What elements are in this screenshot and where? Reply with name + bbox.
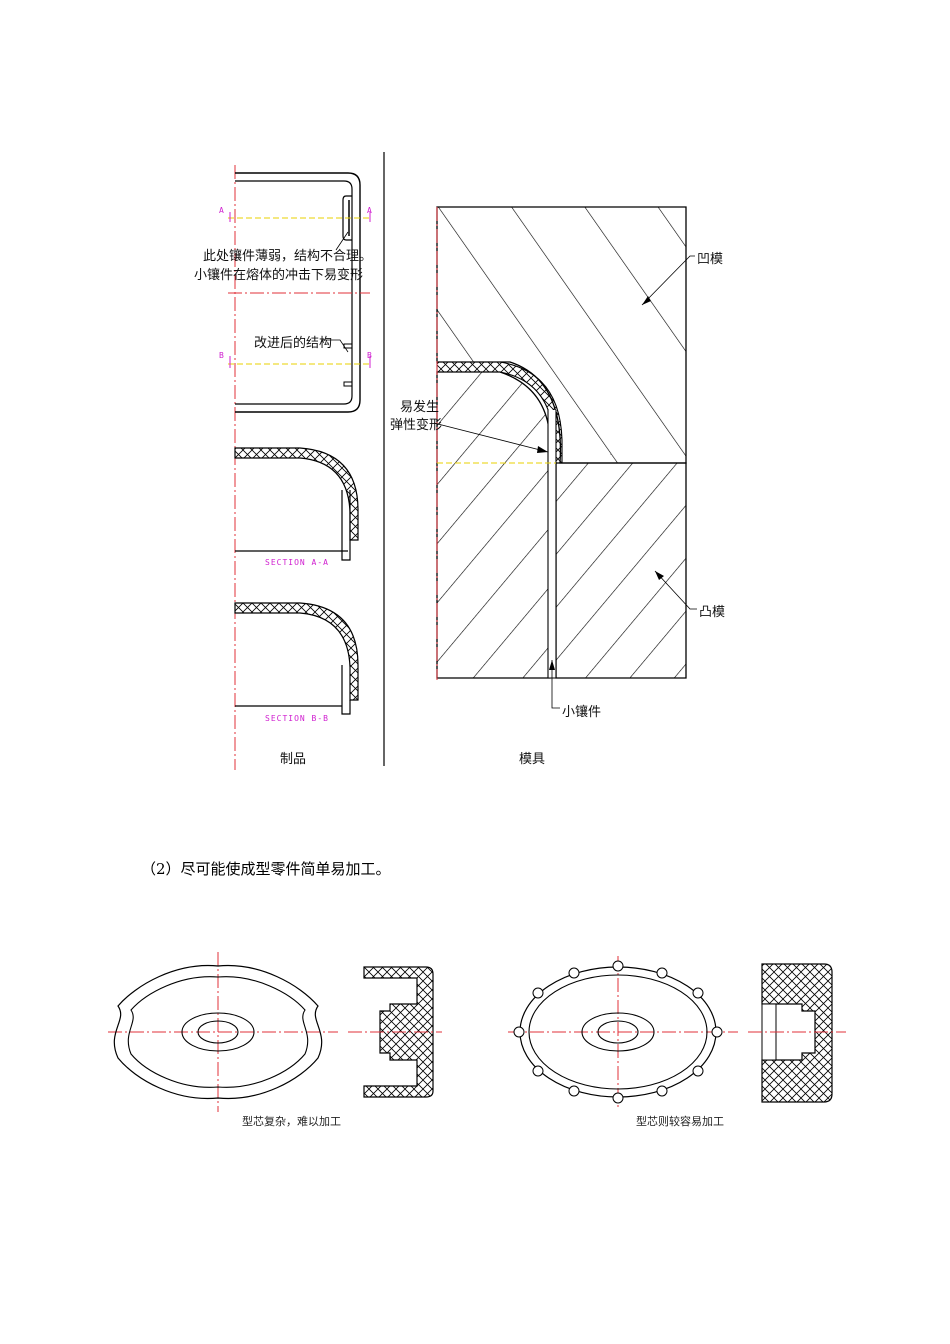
marker-b-left: B [219, 351, 224, 360]
simple-core-caption: 型芯则较容易加工 [636, 1115, 724, 1128]
weak-insert-note-line2: 小镶件在熔体的冲击下易变形 [194, 268, 364, 283]
product-caption: 制品 [280, 752, 307, 767]
design-guideline-paragraph: （2）尽可能使成型零件简单易加工。 [141, 860, 391, 878]
section-bb-detail [234, 602, 359, 715]
simple-core-drawing [508, 956, 846, 1108]
mold-caption: 模具 [519, 752, 546, 767]
deform-label-line1: 易发生 [400, 400, 440, 415]
complex-core-caption: 型芯复杂，难以加工 [242, 1115, 341, 1128]
mold-drawing [433, 206, 697, 709]
cavity-label: 凹模 [697, 252, 724, 267]
section-aa-detail [234, 447, 359, 561]
complex-core-drawing [108, 952, 442, 1112]
section-aa-label: SECTION A-A [265, 558, 329, 567]
weak-insert-note-line1: 此处镶件薄弱，结构不合理。 [203, 249, 373, 264]
section-bb-label: SECTION B-B [265, 714, 329, 723]
marker-a-right: A [367, 206, 372, 215]
small-insert-label: 小镶件 [562, 705, 602, 720]
marker-a-left: A [219, 206, 224, 215]
marker-b-right: B [367, 351, 372, 360]
deform-label-line2: 弹性变形 [390, 418, 443, 433]
core-label: 凸模 [699, 605, 726, 620]
improved-structure-label: 改进后的结构 [254, 336, 333, 351]
